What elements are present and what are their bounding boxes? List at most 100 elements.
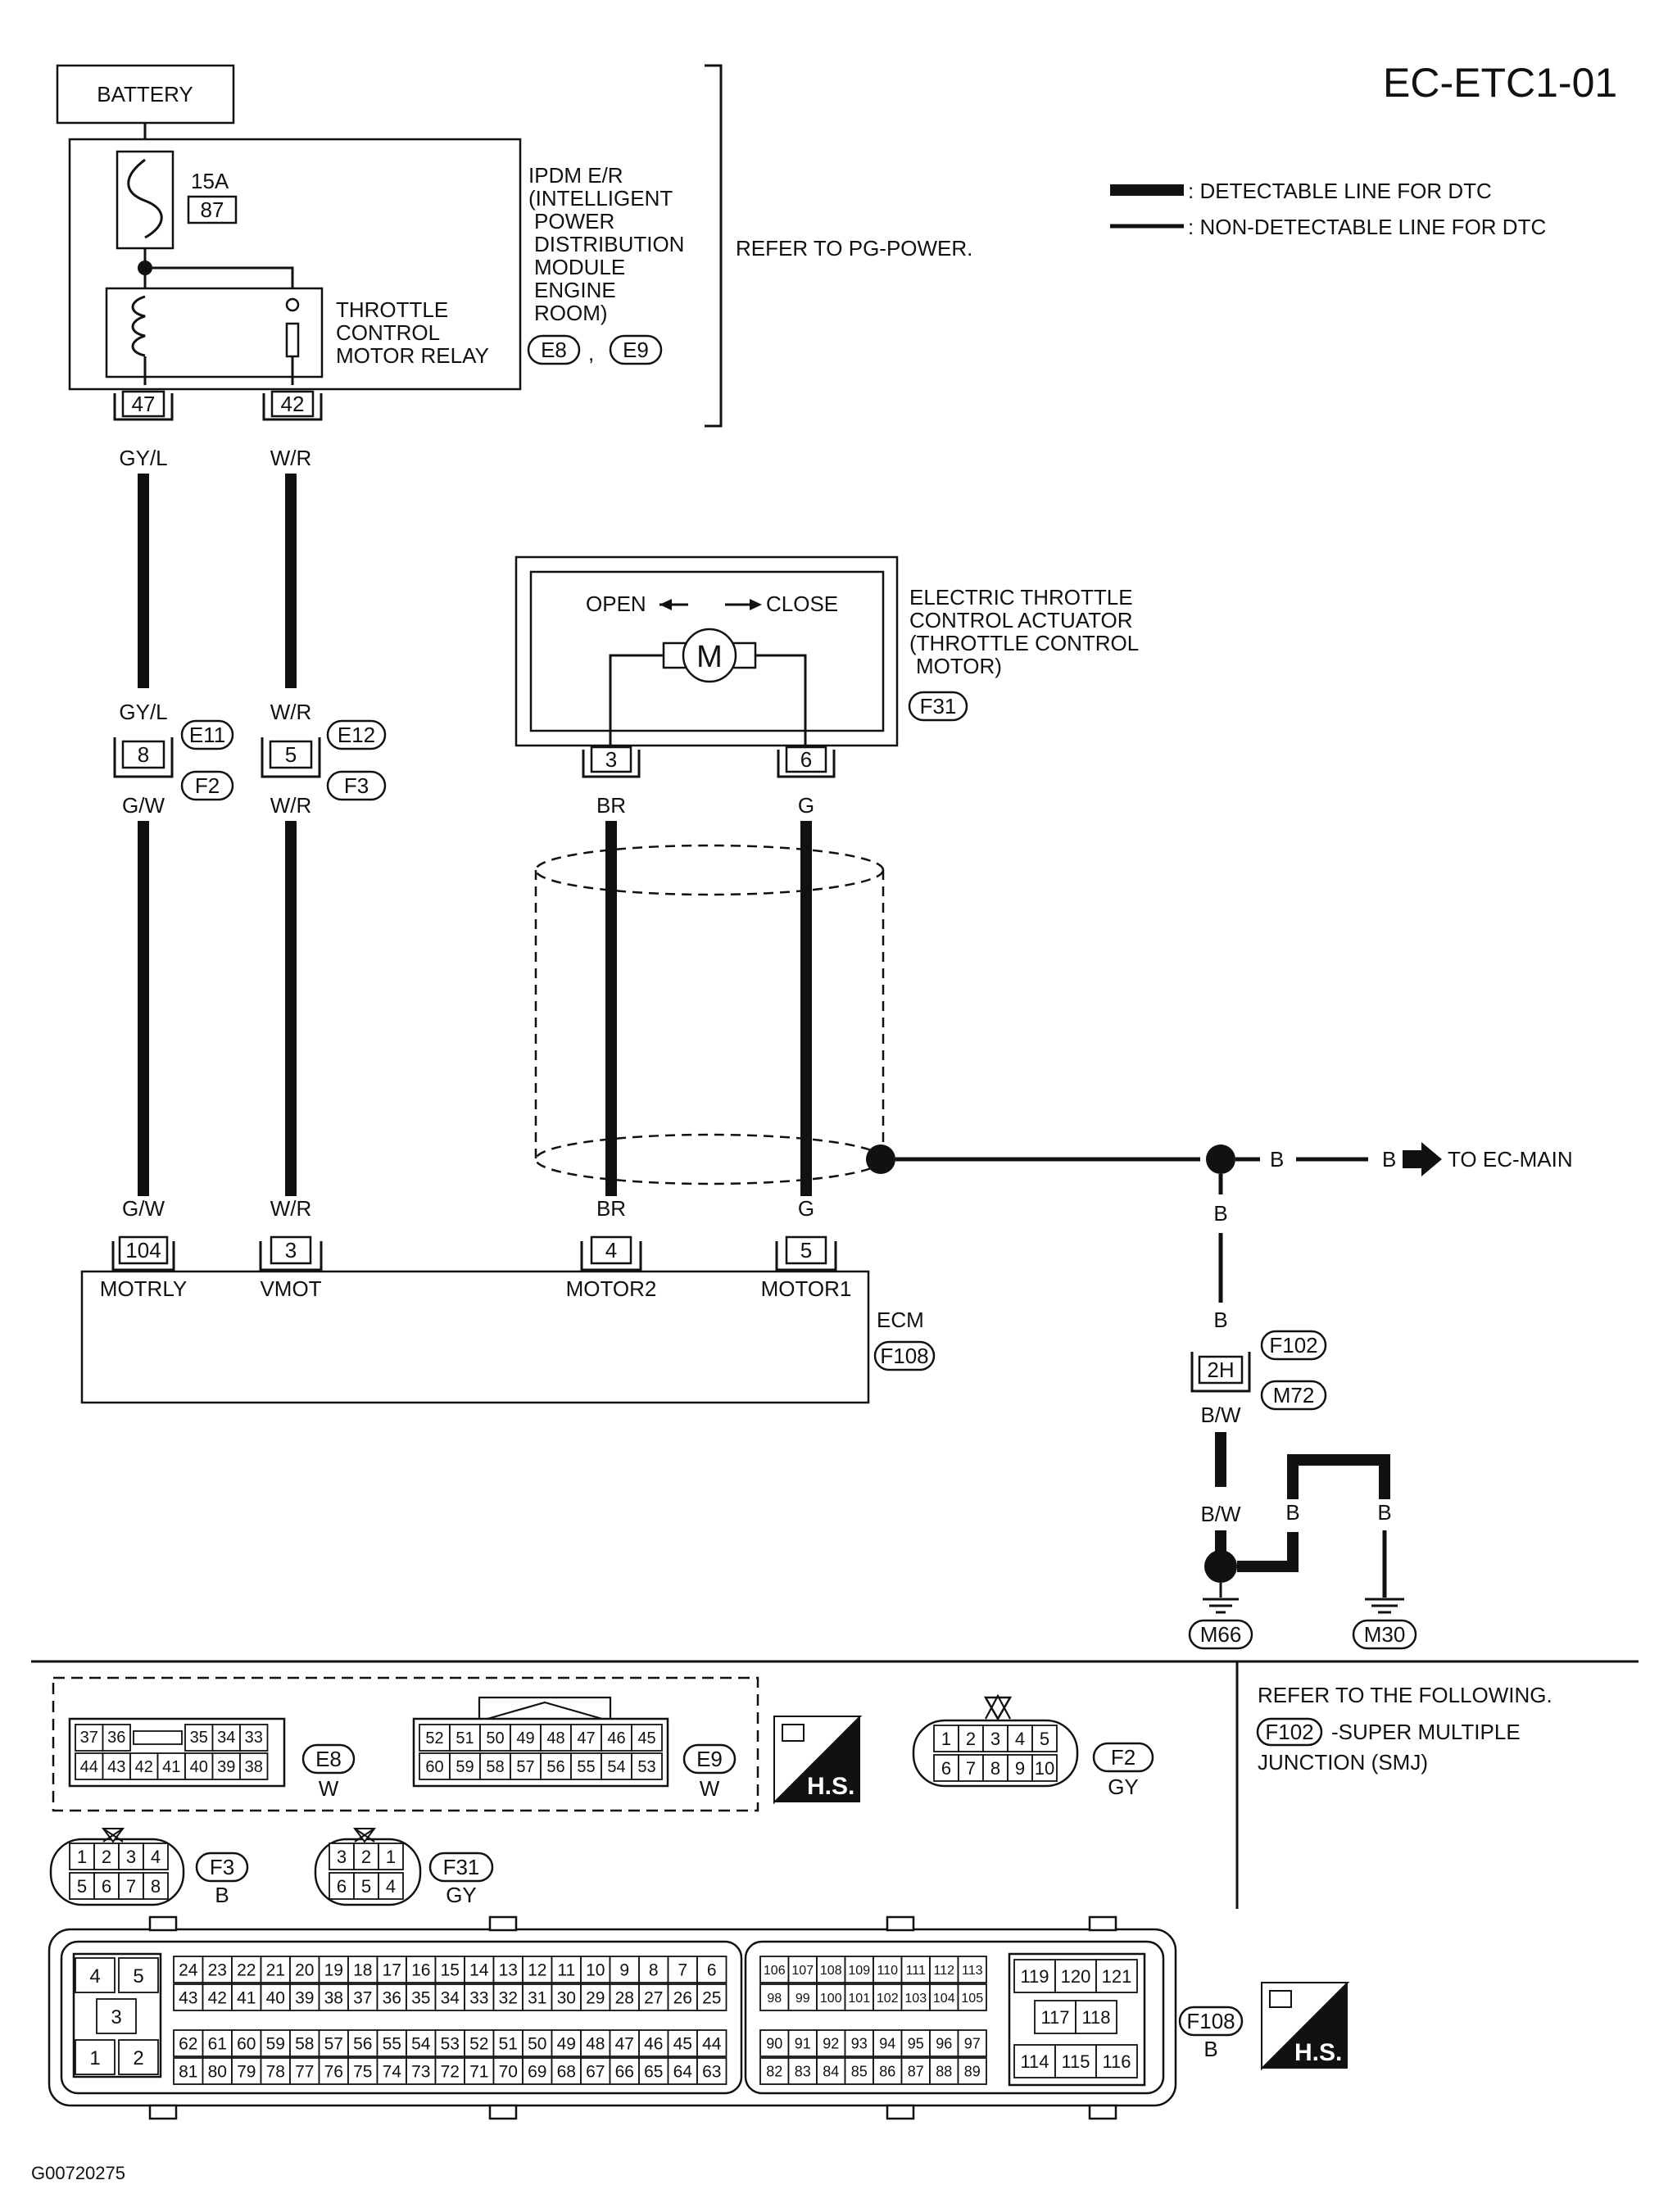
ground-m66: M66 <box>1188 1619 1253 1650</box>
connector-pin-label: 89 <box>964 2063 981 2079</box>
connector-pin-label: 84 <box>823 2063 839 2079</box>
connector-pin-label: 58 <box>295 2035 314 2054</box>
connector-cell <box>93 1843 120 1870</box>
connector-pin-label: 74 <box>383 2063 402 2082</box>
actuator-open-label: OPEN <box>586 592 646 616</box>
connector-cell <box>873 2057 903 2085</box>
connector-pin-label: 45 <box>673 2035 692 2054</box>
connector-cell <box>378 1843 404 1870</box>
connector-cell <box>347 2029 378 2057</box>
connector-pin-label: 8 <box>649 1961 659 1980</box>
connector-pin-label: 7 <box>126 1876 136 1897</box>
connector-label: E9 <box>623 338 649 362</box>
connector-pin-label: 19 <box>324 1961 343 1980</box>
connector-label: E12 <box>338 723 375 747</box>
connector-cell <box>1013 1959 1056 1993</box>
wire-color-bw-2: B/W <box>1200 1502 1241 1526</box>
connector-pin-label: 39 <box>295 1989 314 2008</box>
relay-line: CONTROL <box>336 320 440 345</box>
ground-label: M30 <box>1364 1622 1406 1647</box>
connector-pin-label: 5 <box>77 1876 87 1897</box>
connector-cell <box>1031 1725 1058 1752</box>
connector-pin-label: 112 <box>933 1964 954 1978</box>
connector-cell <box>638 1956 669 1983</box>
connector-pin-label: 49 <box>557 2035 576 2054</box>
connector-pin-label: 46 <box>644 2035 663 2054</box>
relay-label: THROTTLE CONTROL MOTOR RELAY <box>336 297 489 368</box>
ground-icon <box>1365 1598 1404 1614</box>
connector-pin-label: 2 <box>102 1847 111 1867</box>
connector-cell <box>1095 2044 1138 2078</box>
connector-pin-label: 39 <box>217 1758 235 1776</box>
connector-pin-label: 6 <box>941 1758 951 1779</box>
wire-color-wr-mid2: W/R <box>270 793 312 818</box>
connector-cell <box>580 2029 611 2057</box>
connector-cell <box>958 1754 984 1782</box>
connector-pin-label: 40 <box>190 1758 208 1776</box>
wire-color-b-1: B <box>1270 1147 1284 1172</box>
connector-pin-label: 2 <box>133 2047 143 2069</box>
wire-color-gw-bottom: G/W <box>122 1196 165 1221</box>
connector-pin-label: 4 <box>1015 1729 1025 1749</box>
connector-cell <box>551 2029 582 2057</box>
connector-pin-label: 44 <box>80 1758 98 1776</box>
connector-pin-label: 32 <box>499 1989 518 2008</box>
hs-badge: H.S. <box>773 1716 863 1805</box>
connector-cell <box>696 1956 728 1983</box>
connector-cell <box>492 1956 524 1983</box>
connector-cell <box>1095 1959 1138 1993</box>
relay-switch-icon <box>285 322 300 358</box>
connector-pin-label: 59 <box>456 1758 474 1776</box>
connector-cell <box>580 1956 611 1983</box>
connector-pin-label: 38 <box>324 1989 343 2008</box>
connector-cell <box>844 1956 874 1983</box>
connector-cell <box>173 2029 204 2057</box>
actuator-line: (THROTTLE CONTROL <box>909 631 1139 655</box>
connector-cell <box>289 1956 320 1983</box>
connector-pin-label: 16 <box>411 1961 430 1980</box>
connector-pin-label: 57 <box>516 1758 534 1776</box>
connector-cell <box>551 2057 582 2085</box>
connector-pin-label: 109 <box>848 1964 870 1978</box>
connector-cell <box>406 2057 437 2085</box>
connector-pin-label: 26 <box>673 1989 692 2008</box>
terminal-number: 4 <box>605 1238 617 1262</box>
connector-cell <box>522 2057 553 2085</box>
connector-pin-label: 29 <box>586 1989 605 2008</box>
connector-cell <box>239 1752 269 1780</box>
connector-pin-label: 5 <box>1040 1729 1049 1749</box>
connector-pin-label: 53 <box>637 1758 655 1776</box>
connector-pin-label: 50 <box>528 2035 546 2054</box>
connector-label: F2 <box>195 773 220 798</box>
connector-pin-label: 102 <box>877 1992 899 2006</box>
connector-f3: F3 <box>326 770 387 801</box>
ground-splice-dot <box>1206 1145 1235 1174</box>
connector-pin-label: 45 <box>637 1729 655 1747</box>
shielded-cable <box>534 844 885 1185</box>
connector-pin-label: 3 <box>111 2006 121 2028</box>
connector-pin-label: 61 <box>208 2035 227 2054</box>
ecm-terminal-4: 4 <box>580 1235 642 1271</box>
connector-cell <box>260 1956 291 1983</box>
e8-e9-dashed-group <box>52 1676 759 1812</box>
connector-label: E8 <box>315 1747 342 1771</box>
connector-label: M72 <box>1273 1383 1315 1407</box>
relay-feed <box>145 266 294 291</box>
connector-pin-label: 62 <box>179 2035 197 2054</box>
connector-cell <box>353 1872 379 1900</box>
connector-cell <box>464 1956 495 1983</box>
connector-pin-label: 8 <box>151 1876 161 1897</box>
connector-pin-label: 7 <box>966 1758 976 1779</box>
connector-pin-label: 76 <box>324 2063 343 2082</box>
connector-pin-label: 116 <box>1102 2051 1131 2072</box>
connector-color: W <box>700 1776 720 1801</box>
connector-cell <box>118 1872 144 1900</box>
hs-hand-icon <box>782 1724 805 1742</box>
joint-pin: 8 <box>138 742 149 767</box>
connector-pin-label: 88 <box>936 2063 952 2079</box>
connector-pin-label: 10 <box>586 1961 605 1980</box>
ecm-pin-name: MOTOR2 <box>566 1276 657 1301</box>
connector-pin-label: 111 <box>906 1964 926 1978</box>
